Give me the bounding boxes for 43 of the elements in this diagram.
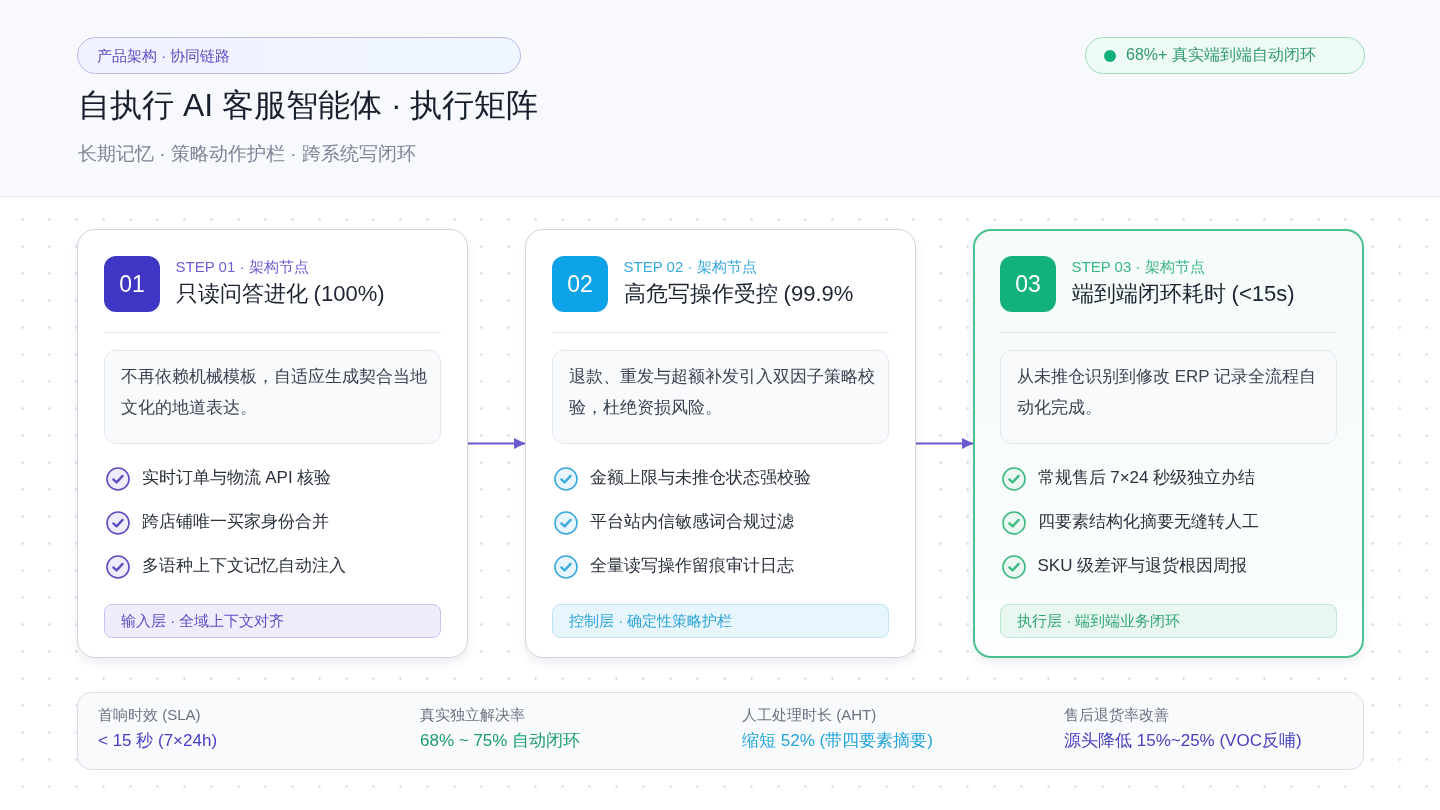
description-panel: 从未推仓识别到修改 ERP 记录全流程自动化完成。 <box>1000 350 1337 444</box>
step-number: 02 <box>552 256 608 312</box>
card-heading: 只读问答进化 (100%) <box>175 279 385 308</box>
checklist-item: 常规售后 7×24 秒级独立办结 <box>1037 466 1256 489</box>
step-number: 01 <box>104 256 160 312</box>
checklist-item: 实时订单与物流 API 核验 <box>141 466 332 489</box>
subtitle: 长期记忆 · 策略动作护栏 · 跨系统写闭环 <box>78 142 416 166</box>
layer-tag: 控制层 · 确定性策略护栏 <box>552 604 889 638</box>
metric-label: 真实独立解决率 <box>420 705 525 725</box>
step-card <box>973 229 1364 658</box>
description-panel: 不再依赖机械模板，自适应生成契合当地文化的地道表达。 <box>104 350 441 444</box>
arrow <box>915 438 974 449</box>
checklist-item: 全量读写操作留痕审计日志 <box>589 554 794 577</box>
checklist-item: 四要素结构化摘要无缝转人工 <box>1037 510 1259 533</box>
step-card <box>525 229 916 658</box>
step-card <box>77 229 468 658</box>
checklist-item: 跨店铺唯一买家身份合并 <box>141 510 329 533</box>
layer-tag: 执行层 · 端到端业务闭环 <box>1000 604 1337 638</box>
step-label: STEP 01 · 架构节点 <box>175 257 309 276</box>
metric-value: 缩短 52% (带四要素摘要) <box>742 730 933 752</box>
metric-label: 人工处理时长 (AHT) <box>742 705 877 725</box>
card-heading: 端到端闭环耗时 (<15s) <box>1071 279 1295 308</box>
checklist-item: 多语种上下文记忆自动注入 <box>141 554 346 577</box>
section-tag: 产品架构 · 协同链路 <box>77 37 521 74</box>
metrics-panel <box>77 692 1364 770</box>
checklist-item: 平台站内信敏感词合规过滤 <box>589 510 794 533</box>
layer-tag: 输入层 · 全域上下文对齐 <box>104 604 441 638</box>
card-heading: 高危写操作受控 (99.9% <box>623 279 854 308</box>
metric-label: 售后退货率改善 <box>1064 705 1169 725</box>
step-label: STEP 03 · 架构节点 <box>1071 257 1205 276</box>
checklist-item: SKU 级差评与退货根因周报 <box>1037 554 1248 577</box>
metric-value: < 15 秒 (7×24h) <box>98 730 218 752</box>
description-panel: 退款、重发与超额补发引入双因子策略校验，杜绝资损风险。 <box>552 350 889 444</box>
metric-value: 源头降低 15%~25% (VOC反哺) <box>1064 730 1302 752</box>
page-title: 自执行 AI 客服智能体 · 执行矩阵 <box>78 86 539 125</box>
checklist-item: 金额上限与未推仓状态强校验 <box>589 466 811 489</box>
step-label: STEP 02 · 架构节点 <box>623 257 757 276</box>
metric-label: 首响时效 (SLA) <box>98 705 201 725</box>
arrow <box>467 438 526 449</box>
status-pill <box>1085 37 1365 74</box>
metric-value: 68% ~ 75% 自动闭环 <box>420 730 581 752</box>
step-number: 03 <box>1000 256 1056 312</box>
status-text: 68%+ 真实端到端自动闭环 <box>1126 45 1316 65</box>
